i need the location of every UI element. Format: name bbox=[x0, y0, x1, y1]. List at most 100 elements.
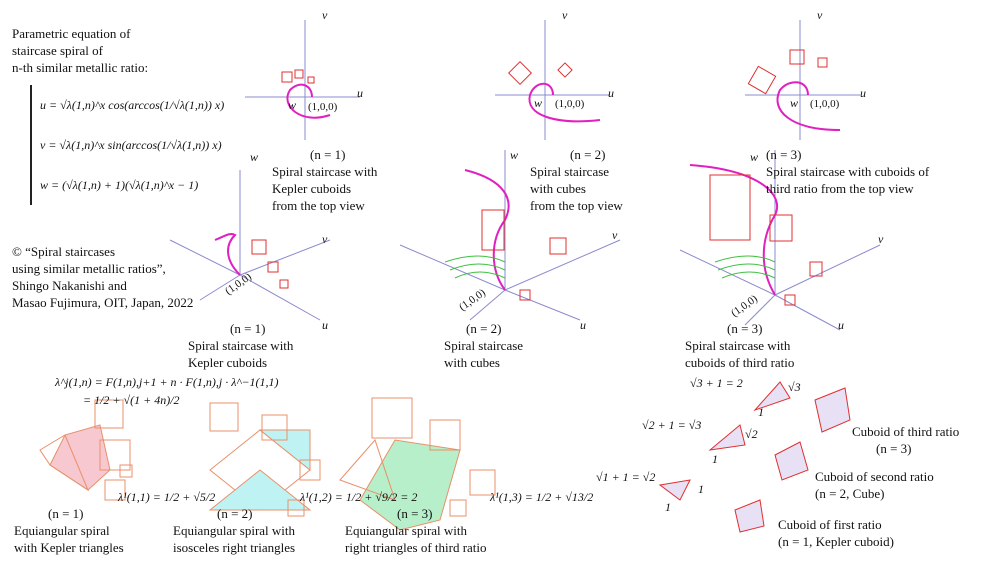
axis-label-u: u bbox=[322, 318, 328, 332]
caption-line: Spiral staircase with bbox=[188, 338, 294, 353]
axis-label-u: u bbox=[860, 86, 866, 100]
n-label: (n = 3) bbox=[727, 321, 763, 336]
lambda-recurrence: λ^j(1,n) = F(1,n),j+1 + n · F(1,n),j · λ… bbox=[55, 375, 279, 389]
caption-top-n3: (n = 3) Spiral staircase with cuboids of… bbox=[766, 146, 929, 197]
caption-line: Cuboid of third ratio bbox=[852, 424, 960, 439]
caption-spiral-n3: (n = 3) Equiangular spiral with right tr… bbox=[345, 505, 487, 556]
side-sqrt3: √3 bbox=[788, 380, 801, 394]
caption-line: right triangles of third ratio bbox=[345, 540, 487, 555]
axis-label-u: u bbox=[608, 86, 614, 100]
view-3d-n3 bbox=[679, 150, 881, 331]
lambda-n3: λ¹(1,3) = 1/2 + √13/2 bbox=[490, 490, 594, 504]
n-label: (n = 3) bbox=[397, 506, 433, 521]
axis-label-v: v bbox=[322, 8, 328, 22]
axis-label-u: u bbox=[580, 318, 586, 332]
side-one: 1 bbox=[712, 452, 718, 466]
caption-spiral-n2: (n = 2) Equiangular spiral with isoscele… bbox=[173, 505, 295, 556]
caption-line: cuboids of third ratio bbox=[685, 355, 795, 370]
caption-line: Kepler cuboids bbox=[272, 181, 352, 196]
axis-label-v: v bbox=[817, 8, 823, 22]
spiral-n3 bbox=[339, 397, 496, 531]
axis-label-v: v bbox=[322, 232, 328, 246]
side-one: 1 bbox=[665, 500, 671, 514]
n-label: (n = 1) bbox=[310, 147, 346, 162]
caption-line: (n = 2, Cube) bbox=[815, 486, 885, 501]
intro-line: n-th similar metallic ratio: bbox=[12, 60, 149, 75]
caption-line: from the top view bbox=[272, 198, 365, 213]
intro-text: Parametric equation of staircase spiral … bbox=[12, 25, 148, 76]
axis-label-w: w bbox=[250, 150, 259, 164]
caption-line: from the top view bbox=[530, 198, 623, 213]
lambda-closed-form: = 1/2 + √(1 + 4n)/2 bbox=[83, 393, 180, 407]
caption-line: (n = 1, Kepler cuboid) bbox=[778, 534, 894, 549]
side-one: 1 bbox=[758, 405, 764, 419]
axis-label-v: v bbox=[878, 232, 884, 246]
label-cuboid-third: Cuboid of third ratio (n = 3) bbox=[852, 423, 959, 457]
lambda-general: λ^j(1,n) = F(1,n),j+1 + n · F(1,n),j · λ… bbox=[55, 373, 279, 409]
point-label: (1,0,0) bbox=[308, 101, 338, 113]
caption-line: Cuboid of second ratio bbox=[815, 469, 934, 484]
axis-label-u: u bbox=[838, 318, 844, 332]
top-view-n2 bbox=[495, 20, 610, 140]
cuboids bbox=[658, 381, 851, 533]
caption-line: (n = 3) bbox=[876, 441, 912, 456]
axis-label-u: u bbox=[357, 86, 363, 100]
n-label: (n = 2) bbox=[466, 321, 502, 336]
caption-line: Spiral staircase bbox=[444, 338, 524, 353]
side-sqrt2: √2 bbox=[745, 427, 758, 441]
view-3d-n1 bbox=[169, 170, 331, 321]
caption-line: third ratio from the top view bbox=[766, 181, 914, 196]
n-label: (n = 1) bbox=[48, 506, 84, 521]
axis-label-v: v bbox=[612, 228, 618, 242]
copyright: © “Spiral staircases using similar metal… bbox=[12, 243, 193, 311]
top-view-n3 bbox=[745, 20, 860, 140]
axis-label-w: w bbox=[750, 150, 759, 164]
view-3d-n2 bbox=[399, 150, 621, 321]
caption-line: with cubes bbox=[530, 181, 586, 196]
caption-line: Equiangular spiral bbox=[14, 523, 110, 538]
caption-line: Spiral staircase with cuboids of bbox=[766, 164, 930, 179]
n-label: (n = 2) bbox=[570, 147, 606, 162]
copyright-line: Masao Fujimura, OIT, Japan, 2022 bbox=[12, 295, 194, 310]
caption-line: Spiral staircase with bbox=[685, 338, 791, 353]
copyright-line: © “Spiral staircases bbox=[12, 244, 116, 259]
intro-line: Parametric equation of bbox=[12, 26, 131, 41]
axis-label-w: w bbox=[288, 98, 297, 112]
lambda-n1: λ¹(1,1) = 1/2 + √5/2 bbox=[118, 490, 216, 504]
copyright-line: Shingo Nakanishi and bbox=[12, 278, 127, 293]
caption-line: with cubes bbox=[444, 355, 500, 370]
top-view-n1 bbox=[245, 20, 360, 140]
caption-line: Equiangular spiral with bbox=[345, 523, 468, 538]
equation-u: u = √λ(1,n)^x cos(arccos(1/√λ(1,n)) x) bbox=[40, 98, 225, 112]
caption-line: Spiral staircase bbox=[530, 164, 610, 179]
axis-label-v: v bbox=[562, 8, 568, 22]
caption-3d-n3: (n = 3) Spiral staircase with cuboids of… bbox=[685, 320, 794, 371]
caption-line: Kepler cuboids bbox=[188, 355, 268, 370]
lambda-n2: λ¹(1,2) = 1/2 + √9/2 = 2 bbox=[300, 490, 418, 504]
caption-line: isosceles right triangles bbox=[173, 540, 296, 555]
spiral-n2 bbox=[208, 402, 321, 517]
caption-3d-n1: (n = 1) Spiral staircase with Kepler cub… bbox=[188, 320, 293, 371]
side-one: 1 bbox=[698, 482, 704, 496]
caption-3d-n2: (n = 2) Spiral staircase with cubes bbox=[444, 320, 523, 371]
caption-spiral-n1: (n = 1) Equiangular spiral with Kepler t… bbox=[14, 505, 124, 556]
spiral-n1 bbox=[39, 399, 133, 501]
equation-w: w = (√λ(1,n) + 1)(√λ(1,n)^x − 1) bbox=[40, 178, 199, 192]
equation-third: √3 + 1 = 2 bbox=[690, 376, 743, 390]
caption-line: Cuboid of first ratio bbox=[778, 517, 882, 532]
label-cuboid-first: Cuboid of first ratio (n = 1, Kepler cub… bbox=[778, 516, 894, 550]
label-cuboid-second: Cuboid of second ratio (n = 2, Cube) bbox=[815, 468, 934, 502]
equation-second: √2 + 1 = √3 bbox=[642, 418, 702, 432]
point-label: (1,0,0) bbox=[810, 98, 840, 110]
n-label: (n = 3) bbox=[766, 147, 802, 162]
equation-system: u = √λ(1,n)^x cos(arccos(1/√λ(1,n)) x) v… bbox=[30, 85, 224, 205]
equation-first: √1 + 1 = √2 bbox=[596, 470, 656, 484]
caption-line: Equiangular spiral with bbox=[173, 523, 296, 538]
caption-top-n1: (n = 1) Spiral staircase with Kepler cub… bbox=[272, 146, 377, 214]
caption-top-n2: (n = 2) Spiral staircase with cubes from… bbox=[530, 146, 623, 214]
equation-v: v = √λ(1,n)^x sin(arccos(1/√λ(1,n)) x) bbox=[40, 138, 222, 152]
axis-label-w: w bbox=[534, 96, 543, 110]
caption-line: Spiral staircase with bbox=[272, 164, 378, 179]
